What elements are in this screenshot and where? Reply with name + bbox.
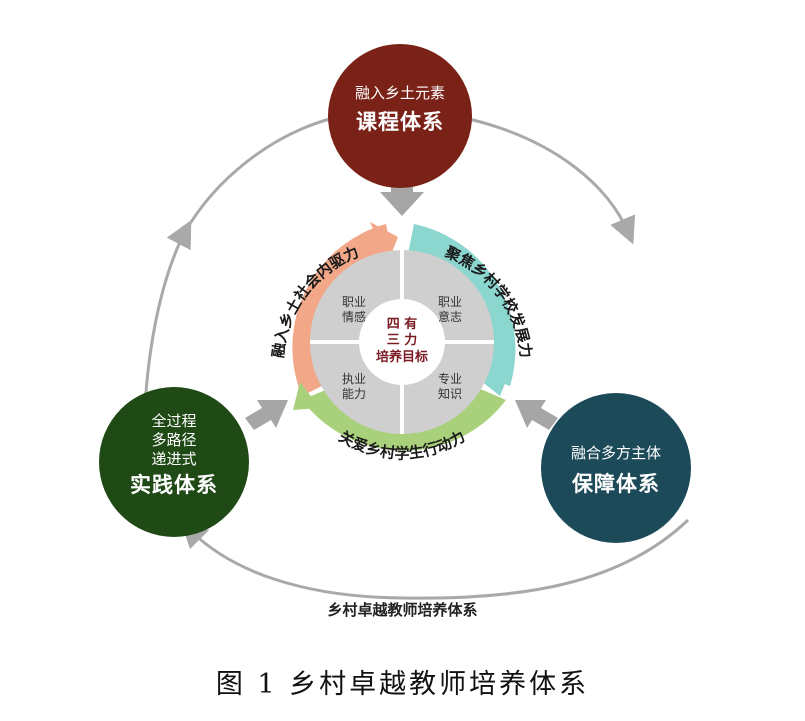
node-course-title: 课程体系 — [356, 109, 444, 134]
node-practice-line-3: 递进式 — [151, 449, 197, 468]
node-support-system: 融合多方主体 保障体系 — [546, 444, 686, 497]
cycle-arc-left — [143, 220, 192, 406]
center-training-goal: 四 有 三 力 培养目标 — [375, 317, 428, 365]
system-title: 乡村卓越教师培养体系 — [327, 601, 478, 619]
node-course-system-circle — [328, 44, 472, 188]
cycle-arc-top-right — [464, 116, 636, 245]
ring-segment-bottom — [302, 388, 506, 451]
quadrant-professional-emotion: 职业 情感 — [341, 295, 366, 324]
quadrant-professional-knowledge: 专业 知识 — [437, 372, 462, 401]
quadrant-practice-ability: 执业 能力 — [341, 372, 366, 401]
ring-arrowhead-right — [480, 366, 512, 396]
quadrant-professional-will: 职业 意志 — [437, 295, 462, 324]
figure-caption: 图 1 乡村卓越教师培养体系 — [215, 669, 590, 700]
node-support-system-circle — [541, 393, 691, 543]
block-arrow-from-right — [515, 400, 558, 430]
node-support-title: 保障体系 — [572, 471, 660, 496]
node-practice-line-1: 全过程 — [151, 412, 197, 430]
cycle-arc-top-left — [183, 116, 334, 233]
center-core — [359, 299, 445, 385]
node-practice-system-circle — [99, 387, 249, 537]
node-practice-title: 实践体系 — [130, 473, 218, 498]
ring-arrowhead-bottom — [293, 382, 320, 410]
node-practice-line-2: 多路径 — [151, 430, 197, 449]
block-arrow-from-left — [245, 400, 288, 430]
node-practice-system: 全过程 多路径 递进式 实践体系 — [104, 412, 244, 499]
node-course-subtitle: 融入乡土元素 — [354, 84, 445, 102]
cycle-arc-bottom — [180, 518, 690, 600]
node-course-system: 融入乡土元素 课程体系 — [330, 84, 470, 135]
node-support-subtitle: 融合多方主体 — [570, 444, 661, 462]
